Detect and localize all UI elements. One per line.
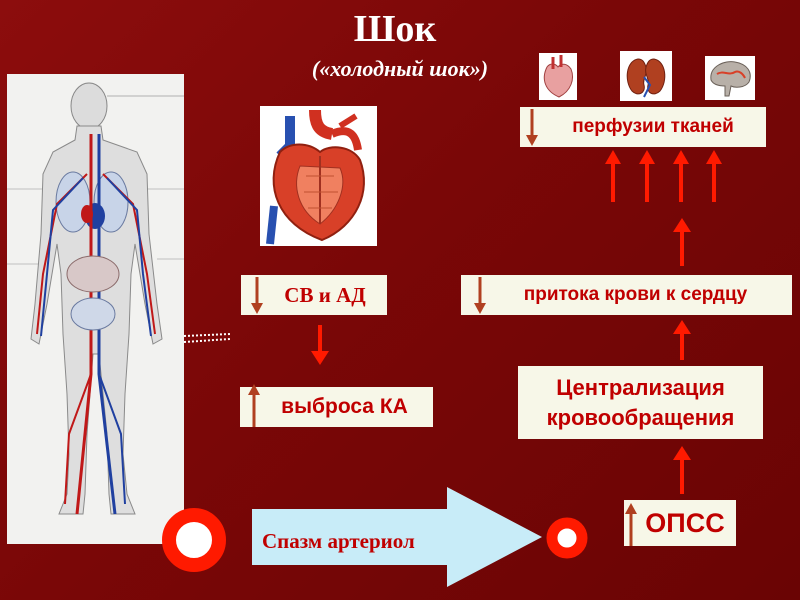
perfusion-up-arrows [600, 148, 730, 202]
heart-icon [539, 53, 577, 100]
centralization-line2: кровообращения [546, 404, 735, 430]
blood-inflow-label: притока крови к сердцу [523, 284, 748, 305]
heart-illustration [260, 106, 377, 246]
ka-release-up-arrow-icon [247, 383, 261, 427]
sv-to-ka-arrow-icon [310, 325, 330, 365]
ka-release-label: выброса КА [281, 395, 408, 418]
opss-box: ОПСС [624, 500, 736, 546]
centralization-box: Централизация кровообращения [518, 366, 763, 439]
perfusion-box: перфузии тканей [520, 107, 766, 147]
dotted-connector [184, 332, 230, 348]
blood-inflow-down-arrow-icon [473, 277, 487, 315]
ka-release-box: выброса КА [240, 387, 433, 427]
inflow-to-perfusion-arrow-icon [672, 218, 692, 266]
perfusion-down-arrow-icon [525, 109, 539, 147]
small-vessel-ring-icon [544, 515, 590, 561]
opss-label: ОПСС [645, 507, 725, 538]
arteriole-spasm-label: Спазм артериол [262, 529, 415, 553]
centralization-line1: Централизация [556, 374, 725, 400]
circulatory-system-illustration [7, 74, 184, 544]
centralization-to-inflow-arrow-icon [672, 320, 692, 360]
sv-ad-down-arrow-icon [250, 277, 264, 315]
sv-ad-box: СВ и АД [241, 275, 387, 315]
perfusion-label: перфузии тканей [572, 116, 734, 137]
sv-ad-label: СВ и АД [284, 282, 366, 307]
kidney-icon [620, 51, 672, 101]
opss-to-centralization-arrow-icon [672, 446, 692, 494]
slide-subtitle: («холодный шок») [311, 56, 489, 81]
arteriole-spasm-arrow [252, 487, 542, 587]
opss-up-arrow-icon [625, 502, 637, 546]
slide-title: Шок [353, 8, 437, 50]
blood-inflow-box: притока крови к сердцу [461, 275, 792, 315]
brain-icon [705, 56, 755, 100]
large-vessel-ring-icon [161, 507, 227, 573]
